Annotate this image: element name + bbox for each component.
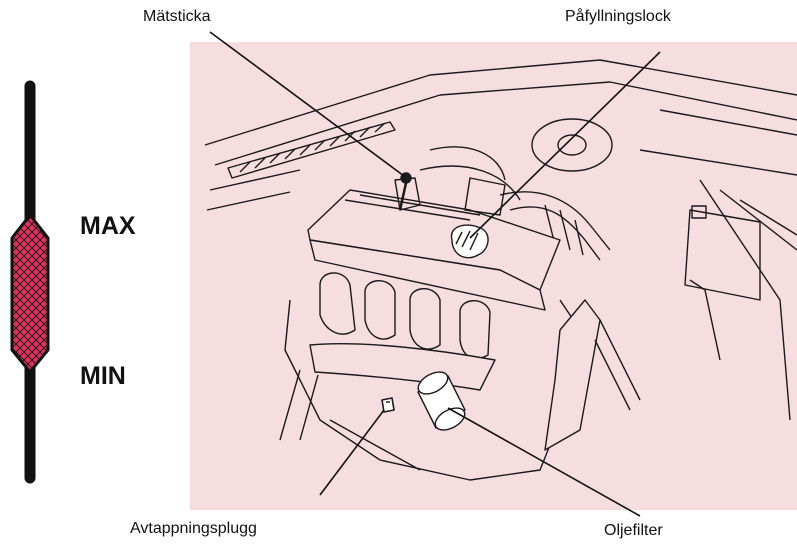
label-dipstick: Mätsticka bbox=[143, 8, 211, 26]
label-oil-filter: Oljefilter bbox=[604, 522, 663, 540]
label-drain-plug: Avtappningsplugg bbox=[130, 520, 257, 538]
gauge-max-label: MAX bbox=[80, 212, 136, 241]
dipstick-marked-zone bbox=[12, 215, 48, 372]
label-filler-cap: Påfyllningslock bbox=[565, 8, 671, 26]
gauge-min-label: MIN bbox=[80, 362, 126, 391]
dipstick-gauge bbox=[12, 86, 48, 478]
